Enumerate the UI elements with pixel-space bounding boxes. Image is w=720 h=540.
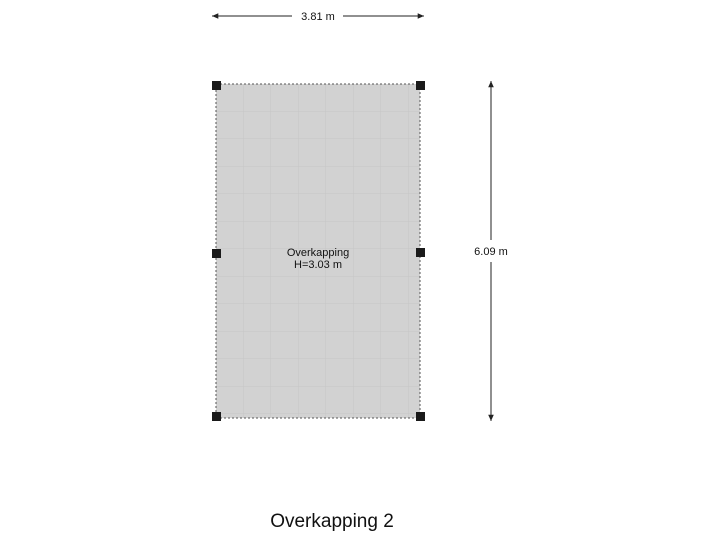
column-mid-left bbox=[212, 249, 221, 258]
depth-dimension: 6.09 m bbox=[474, 81, 508, 421]
width-dimension: 3.81 m bbox=[212, 11, 424, 23]
floor-area bbox=[216, 84, 420, 418]
column-top-left bbox=[212, 81, 221, 90]
room-overkapping: Overkapping H=3.03 m bbox=[212, 81, 425, 421]
room-height-label: H=3.03 m bbox=[294, 259, 342, 271]
room-name-label: Overkapping bbox=[287, 247, 349, 259]
column-mid-right bbox=[416, 248, 425, 257]
width-dimension-label: 3.81 m bbox=[301, 11, 335, 23]
depth-dimension-label: 6.09 m bbox=[474, 246, 508, 258]
column-top-right bbox=[416, 81, 425, 90]
plan-title: Overkapping 2 bbox=[270, 511, 394, 532]
column-bottom-left bbox=[212, 412, 221, 421]
column-bottom-right bbox=[416, 412, 425, 421]
